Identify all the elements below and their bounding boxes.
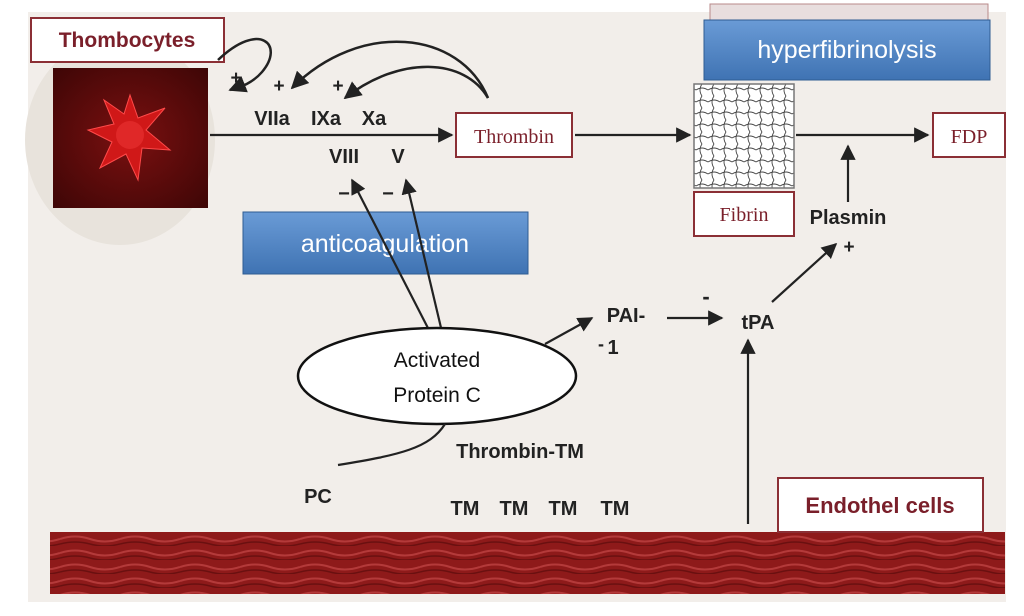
factor-viia: VIIa xyxy=(254,108,290,130)
factor-v: V xyxy=(391,146,405,168)
tm-label-2: TM xyxy=(500,498,529,520)
plasmin-label: Plasmin xyxy=(810,207,887,229)
factor-viii: VIII xyxy=(329,146,359,168)
minus-sign-pai: - xyxy=(702,284,709,309)
tpa-label: tPA xyxy=(742,312,775,334)
minus-sign-viii: − xyxy=(338,183,350,205)
fibrin-label: Fibrin xyxy=(720,204,769,226)
factor-ixa: IXa xyxy=(311,108,342,130)
fdp-label: FDP xyxy=(951,126,988,148)
tpa-to-plasmin-arrow xyxy=(771,242,838,303)
thrombocytes-box xyxy=(30,17,225,63)
blood-vessel-image xyxy=(50,532,1005,594)
tm-label-4: TM xyxy=(601,498,630,520)
hyperfibrinolysis-label: hyperfibrinolysis xyxy=(757,36,936,64)
plus-sign-plasmin: + xyxy=(843,237,854,258)
apc-label-line1: Activated xyxy=(394,349,480,372)
activated-protein-c-ellipse xyxy=(296,326,578,426)
hyperfibrinolysis-top-edge xyxy=(709,3,989,21)
pc-label: PC xyxy=(304,486,332,508)
apc-to-viii-arrow xyxy=(351,178,431,333)
minus-sign-v: − xyxy=(382,183,394,205)
fibrin-box xyxy=(693,191,795,237)
pai-label-line2: 1 xyxy=(607,337,618,359)
tm-label-3: TM xyxy=(549,498,578,520)
endothel-cells-box xyxy=(777,477,984,533)
endothel-cells-label: Endothel cells xyxy=(805,493,954,518)
pc-to-apc-curve xyxy=(337,423,446,467)
plus-sign-3: + xyxy=(332,76,343,97)
thrombin-tm-label: Thrombin-TM xyxy=(456,441,584,463)
hyperfibrinolysis-box xyxy=(703,19,991,81)
thrombocytes-label: Thombocytes xyxy=(59,29,196,52)
fdp-box xyxy=(932,112,1006,158)
pai-label-line1: PAI- xyxy=(607,305,646,327)
thrombin-feedback-arrow-1 xyxy=(290,40,490,99)
pai-dash: - xyxy=(598,334,604,354)
thrombin-feedback-arrow-2 xyxy=(343,65,490,100)
thrombin-label: Thrombin xyxy=(474,126,554,148)
factor-xa: Xa xyxy=(362,108,387,130)
apc-label-line2: Protein C xyxy=(393,384,481,407)
fibrin-mesh-image xyxy=(693,83,795,189)
tm-label-1: TM xyxy=(451,498,480,520)
platelet-feedback-arrow xyxy=(217,38,272,93)
thrombin-box xyxy=(455,112,573,158)
platelet-image xyxy=(53,68,208,208)
apc-to-v-arrow xyxy=(401,178,444,333)
apc-to-pai-arrow xyxy=(544,317,594,345)
plus-sign-1: + xyxy=(230,68,241,89)
plus-sign-2: + xyxy=(273,76,284,97)
